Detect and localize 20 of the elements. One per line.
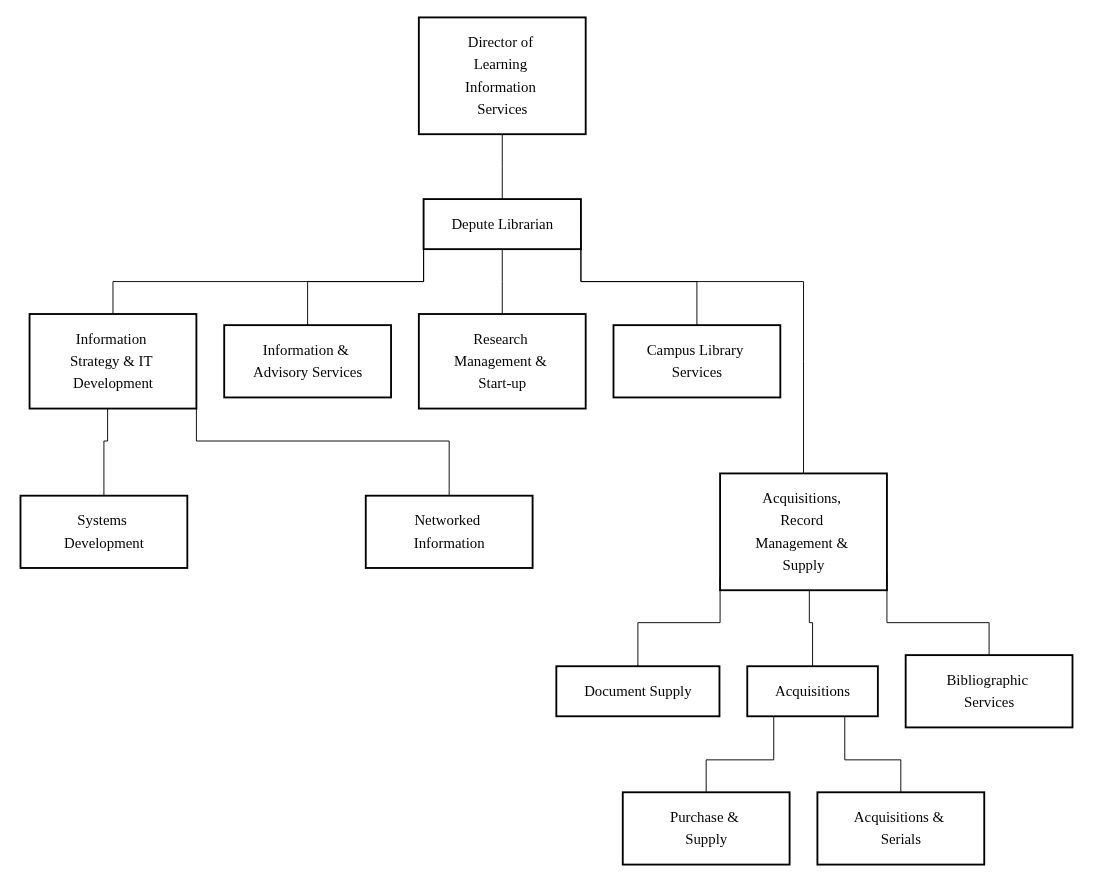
node-box: Director of Learning Information Services [417, 16, 587, 136]
node-box: Research Management & Start-up [417, 313, 587, 410]
connector [501, 133, 503, 200]
connector [705, 715, 775, 793]
node-box: Acquisitions [746, 665, 879, 718]
node-box: Campus Library Services [612, 324, 782, 399]
node-box: Purchase & Supply [621, 791, 791, 866]
node-box: Information Strategy & IT Development [28, 313, 198, 410]
node-box: Information & Advisory Services [223, 324, 392, 399]
node-box: Depute Librarian [422, 198, 582, 251]
connector [501, 248, 503, 315]
node-box: Document Supply [555, 665, 721, 718]
node-box: Acquisitions & Serials [816, 791, 986, 866]
node-box: Systems Development [19, 494, 189, 569]
node-box: Bibliographic Services [904, 654, 1074, 729]
node-box: Acquisitions, Record Management & Supply [719, 472, 888, 592]
node-box: Networked Information [364, 494, 534, 569]
connector [844, 715, 902, 793]
connector [103, 408, 109, 497]
connector [808, 589, 814, 667]
